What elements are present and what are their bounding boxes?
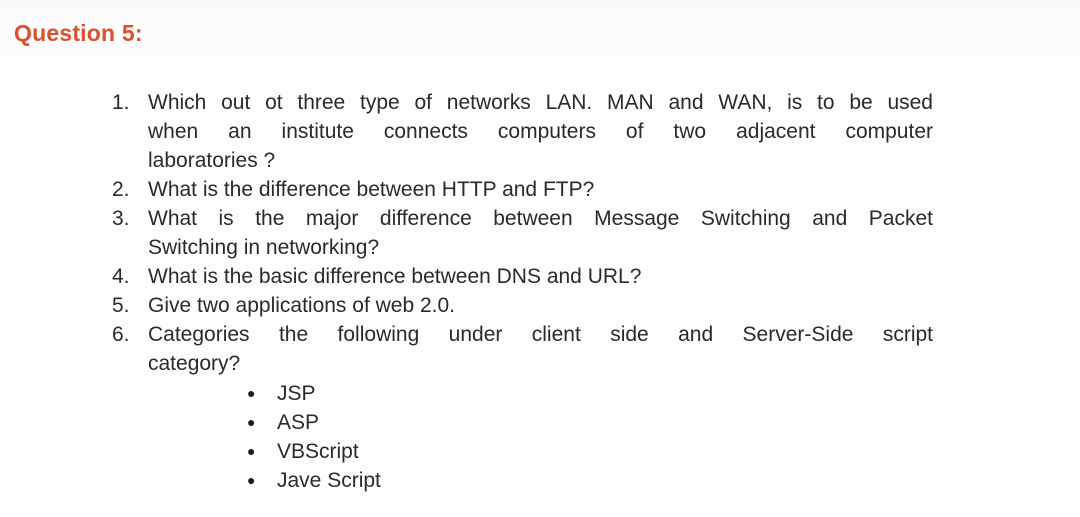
question-list: 1. Which out ot three type of networks L… (112, 88, 933, 495)
question-number: 2. (112, 178, 130, 201)
bullet-item: ● VBScript (247, 437, 933, 466)
question-item: 1. Which out ot three type of networks L… (112, 88, 933, 175)
question-number: 4. (112, 265, 130, 288)
question-item: 6. Categories the following under client… (112, 320, 933, 378)
questions-mount: 1. Which out ot three type of networks L… (112, 88, 933, 378)
question-item: 4. What is the basic difference between … (112, 262, 933, 291)
question-text: Give two applications of web 2.0. (148, 291, 933, 320)
bullet-item: ● Jave Script (247, 466, 933, 495)
question-line: laboratories ? (148, 149, 276, 172)
question-line: Which out ot three type of networks LAN.… (148, 91, 933, 114)
question-line: Categories the following under client si… (148, 323, 933, 346)
question-line: when an institute connects computers of … (148, 120, 933, 143)
bullet-icon: ● (247, 443, 256, 459)
bullet-label: JSP (277, 382, 316, 405)
bullet-icon: ● (247, 472, 256, 488)
question-item: 2. What is the difference between HTTP a… (112, 175, 933, 204)
question-line: What is the basic difference between DNS… (148, 265, 642, 288)
bullet-label: VBScript (277, 440, 359, 463)
question-line: Give two applications of web 2.0. (148, 294, 456, 317)
question-item: 5. Give two applications of web 2.0. (112, 291, 933, 320)
question-number: 1. (112, 91, 130, 114)
question-line: category? (148, 352, 241, 375)
question-heading: Question 5: (14, 20, 143, 46)
bullet-label: ASP (277, 411, 320, 434)
question-number: 3. (112, 207, 130, 230)
bullets-mount: ● JSP ● ASP ● VBScript ● Jave Script (247, 379, 933, 495)
question-item: 3. What is the major difference between … (112, 204, 933, 262)
question-line: What is the major difference between Mes… (148, 207, 933, 230)
question-text: What is the basic difference between DNS… (148, 262, 933, 291)
question-line: Switching in networking? (148, 236, 380, 259)
question-text: What is the major difference between Mes… (148, 204, 933, 262)
bullet-label: Jave Script (277, 469, 381, 492)
bullet-icon: ● (247, 385, 256, 401)
question-line: What is the difference between HTTP and … (148, 178, 595, 201)
bullet-icon: ● (247, 414, 256, 430)
bullet-list: ● JSP ● ASP ● VBScript ● Jave Script (247, 379, 933, 495)
question-number: 6. (112, 323, 130, 346)
question-text: What is the difference between HTTP and … (148, 175, 933, 204)
bullet-item: ● ASP (247, 408, 933, 437)
question-text: Which out ot three type of networks LAN.… (148, 88, 933, 175)
question-number: 5. (112, 294, 130, 317)
bullet-item: ● JSP (247, 379, 933, 408)
question-text: Categories the following under client si… (148, 320, 933, 378)
